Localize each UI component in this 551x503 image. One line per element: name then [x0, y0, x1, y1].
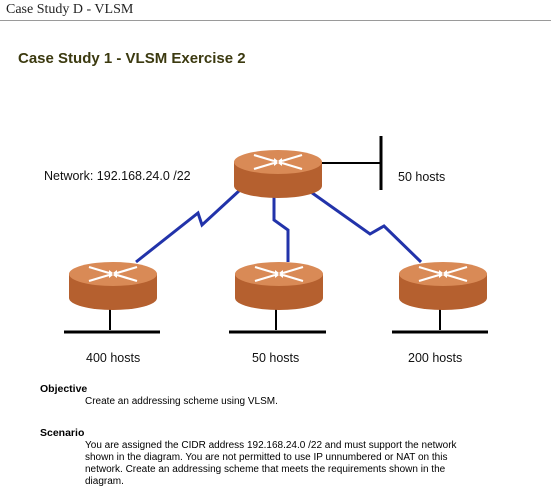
- right-router-hosts-label: 200 hosts: [408, 351, 463, 365]
- header-title: Case Study D - VLSM: [6, 2, 134, 17]
- header-divider: [0, 20, 551, 21]
- scenario-line: diagram.: [85, 476, 124, 487]
- router-left-icon: [67, 260, 159, 312]
- top-router-hosts-label: 50 hosts: [398, 170, 446, 184]
- serial-link-right: [307, 188, 423, 264]
- middle-router-hosts-label: 50 hosts: [252, 351, 300, 365]
- router-middle-icon: [233, 260, 325, 312]
- objective-heading: Objective: [40, 383, 88, 395]
- serial-link-middle: [272, 193, 290, 262]
- scenario-line: network. Create an addressing scheme tha…: [85, 464, 446, 475]
- page-title: Case Study 1 - VLSM Exercise 2: [18, 50, 246, 67]
- serial-link-left: [135, 188, 242, 264]
- scenario-line: shown in the diagram. You are not permit…: [85, 452, 448, 463]
- scenario-text: You are assigned the CIDR address 192.16…: [85, 440, 540, 488]
- scenario-line: You are assigned the CIDR address 192.16…: [85, 440, 457, 451]
- router-right-icon: [397, 260, 489, 312]
- scenario-heading: Scenario: [40, 427, 85, 439]
- network-label: Network: 192.168.24.0 /22: [44, 169, 191, 183]
- left-router-hosts-label: 400 hosts: [86, 351, 141, 365]
- objective-text: Create an addressing scheme using VLSM.: [85, 396, 278, 407]
- router-top-icon: [232, 148, 324, 200]
